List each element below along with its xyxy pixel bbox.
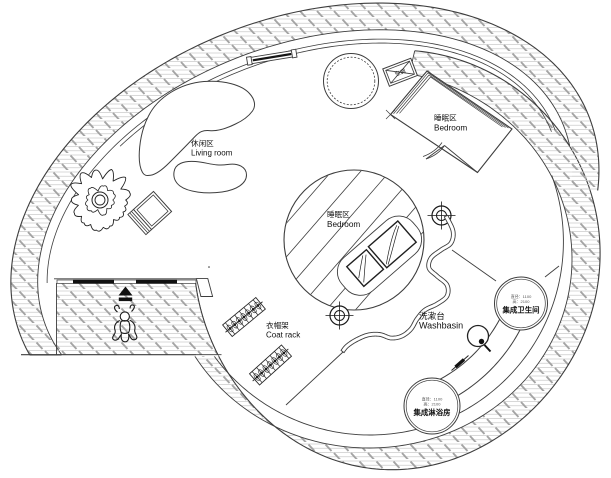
svg-text:衣帽架: 衣帽架 bbox=[266, 320, 289, 330]
svg-text:Bedroom: Bedroom bbox=[434, 124, 467, 133]
svg-text:集成卫生间: 集成卫生间 bbox=[502, 306, 540, 315]
svg-text:睡眠区: 睡眠区 bbox=[327, 210, 350, 219]
svg-text:Bedroom: Bedroom bbox=[327, 220, 360, 229]
svg-text:洗漱台: 洗漱台 bbox=[419, 310, 445, 321]
svg-text:空调: 空调 bbox=[394, 67, 408, 79]
svg-text:集成淋浴房: 集成淋浴房 bbox=[413, 408, 451, 417]
svg-text:高：2100: 高：2100 bbox=[424, 401, 442, 407]
svg-text:休闲区: 休闲区 bbox=[191, 138, 214, 148]
svg-text:Coat rack: Coat rack bbox=[266, 331, 301, 340]
svg-text:Washbasin: Washbasin bbox=[419, 321, 463, 331]
svg-text:高：2100: 高：2100 bbox=[513, 298, 531, 304]
svg-text:Living room: Living room bbox=[191, 149, 233, 158]
svg-text:直径：1100: 直径：1100 bbox=[422, 396, 443, 402]
svg-text:睡眠区: 睡眠区 bbox=[434, 114, 457, 123]
svg-text:直径：1100: 直径：1100 bbox=[511, 293, 532, 299]
